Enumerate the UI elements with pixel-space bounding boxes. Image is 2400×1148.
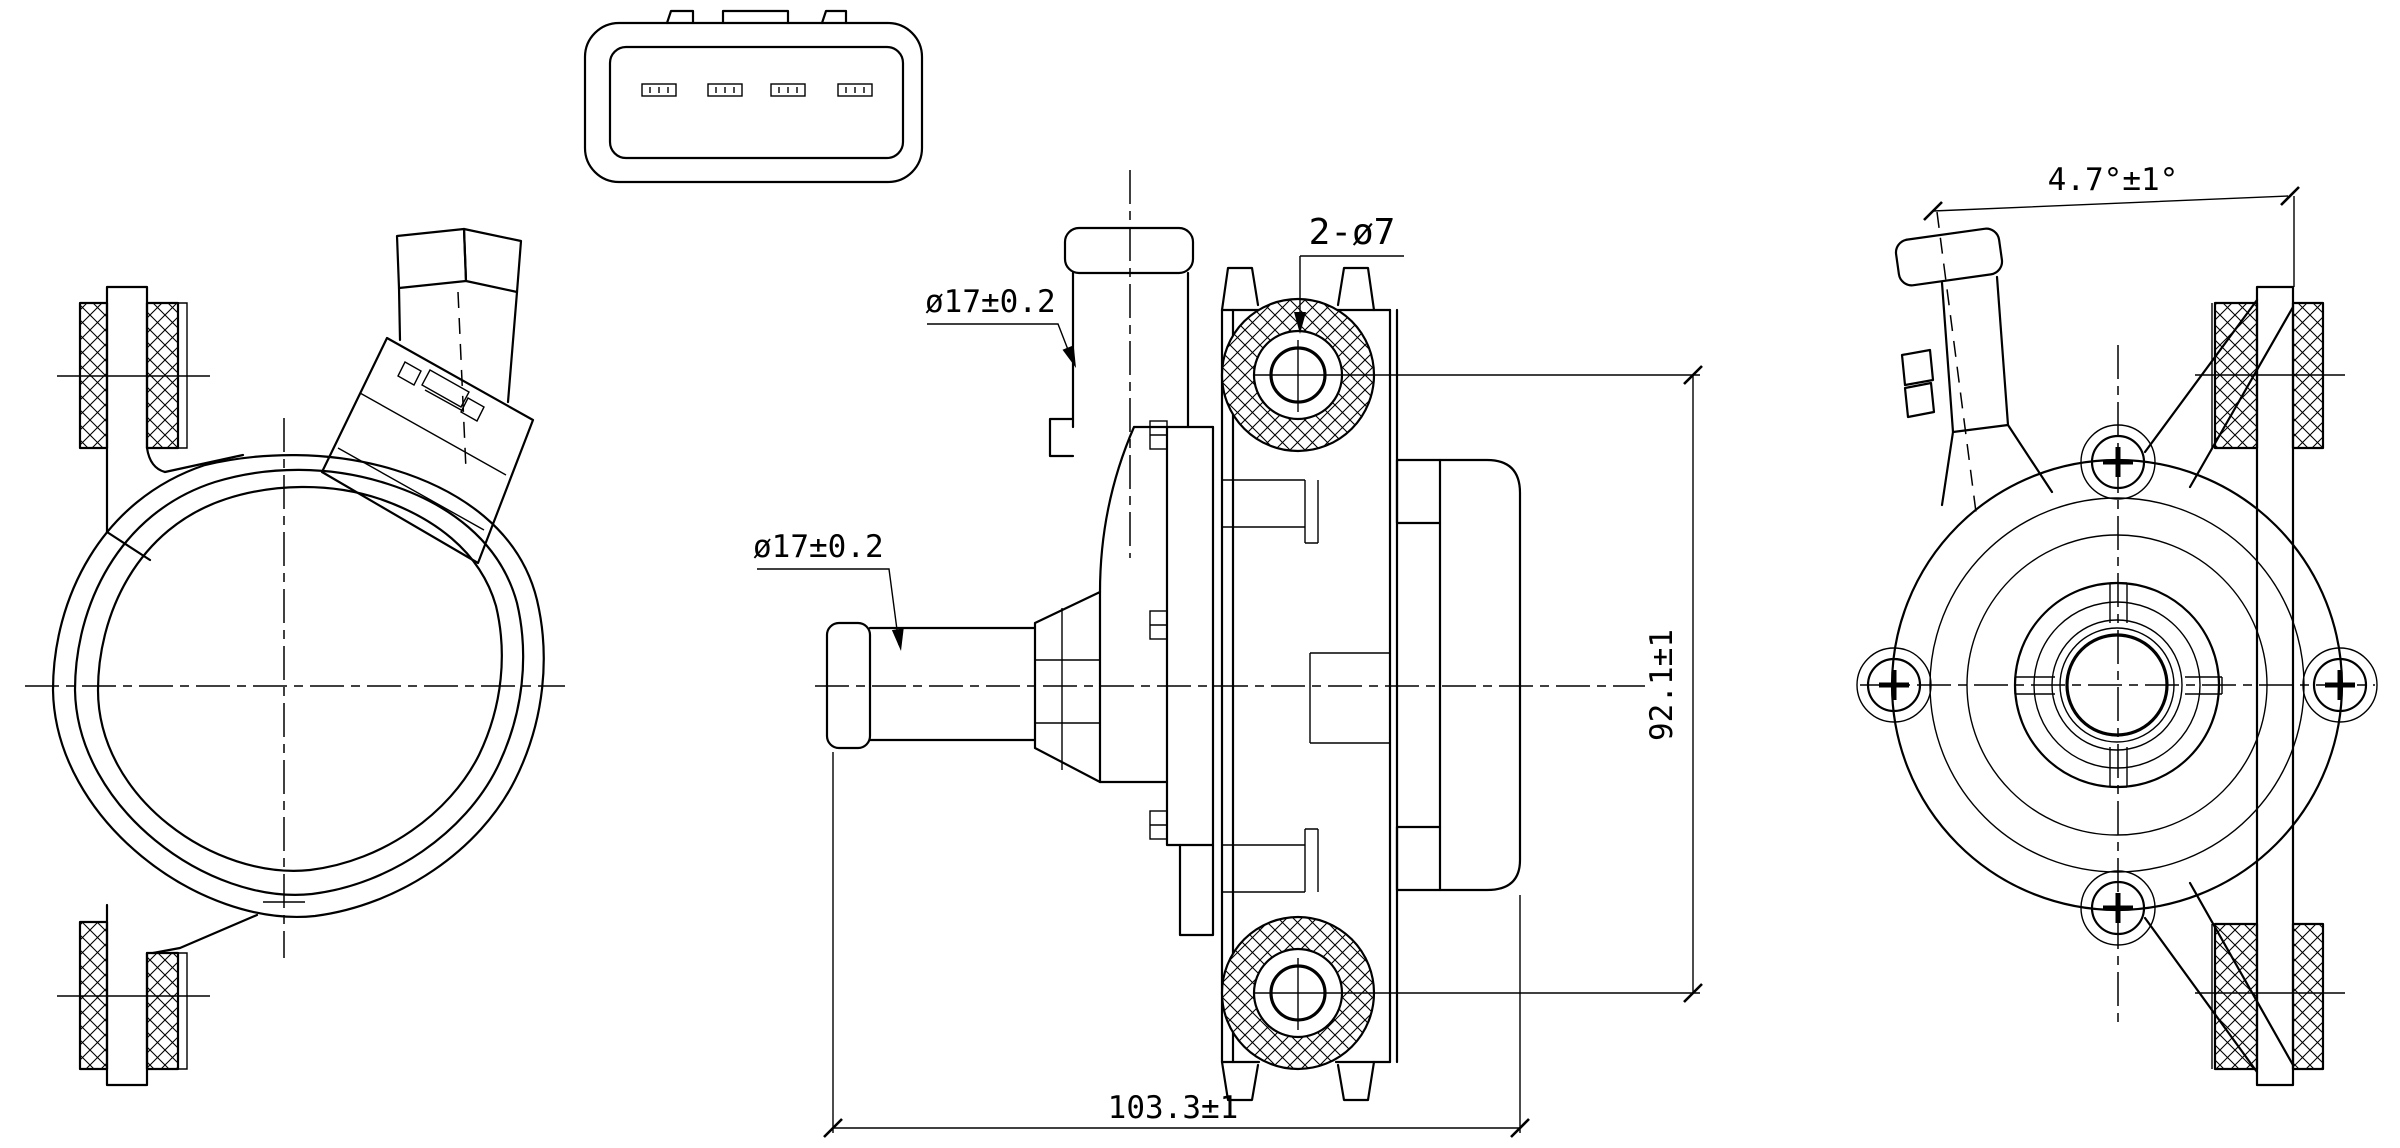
hose-tube (1940, 275, 2010, 434)
bracket-arm (151, 913, 259, 955)
dimension-outlet-diameter: ø17±0.2 (925, 284, 1076, 368)
hose-barb-cap (1063, 226, 1195, 275)
cone-fitting-lines (1035, 608, 1100, 770)
dimension-overall-width: 103.3±1 (823, 752, 1530, 1138)
pump-volute-outline-mid (73, 468, 525, 896)
bracket-detail (1222, 479, 1319, 544)
dimension-text: ø17±0.2 (753, 529, 884, 565)
bracket-detail (1309, 652, 1390, 744)
grommet-hatch (147, 953, 178, 1069)
body-top (1098, 425, 1215, 594)
bracket-tab-bottom (2255, 1067, 2295, 1087)
grommet-hatch-border (2213, 922, 2259, 1071)
motor-housing (1395, 458, 1522, 892)
body-lower-step (1178, 843, 1215, 937)
grommet-hatch-border (145, 951, 180, 1071)
dimension-mounting-holes: 2-ø7 (1294, 212, 1404, 334)
bracket-detail (1222, 828, 1319, 893)
motor-flange-bottom (1395, 825, 1442, 892)
connector-centerline (457, 291, 467, 471)
outlet-hose-port (1048, 226, 1195, 458)
bracket-caps (1220, 308, 1392, 1064)
dimension-text: 103.3±1 (1108, 1090, 1239, 1126)
connector-outer-shell (583, 21, 924, 184)
screw-head (1149, 810, 1168, 840)
mounting-bracket (1220, 266, 1399, 1102)
dimension-inlet-diameter: ø17±0.2 (753, 529, 904, 651)
connector-pin (641, 83, 677, 97)
pump-volute-outline-inner (96, 485, 503, 872)
connector-pins (641, 83, 873, 97)
grommet-centerlines (2195, 374, 2345, 994)
bracket-fork-bottom (1220, 1060, 1376, 1102)
hose-centerline (1936, 211, 1978, 521)
connector-key (397, 361, 422, 386)
connector-latch-tab-center (721, 9, 790, 25)
connector-latch-tab-right (820, 9, 848, 25)
connector-latch-tab-left (665, 9, 695, 25)
motor-flange-top (1395, 458, 1442, 525)
dimension-text: ø17±0.2 (925, 284, 1056, 320)
left-side-view (25, 227, 565, 1087)
grommet-hatch-border (2291, 922, 2325, 1071)
front-view: ø17±0.2 ø17±0.2 2-ø7 92.1±1 103.3±1 (753, 170, 1703, 1138)
connector-pin (837, 83, 873, 97)
hose-tube (868, 626, 1037, 742)
body-slab (1098, 425, 1215, 847)
hose-cone-fitting (1033, 590, 1102, 784)
pump-volute-outline-outer (51, 454, 545, 919)
dimension-text: 4.7°±1° (2048, 162, 2179, 198)
motor-can (1438, 458, 1522, 892)
mount-bracket-top (57, 285, 245, 562)
right-side-view: 4.7°±1° (1856, 162, 2378, 1087)
connector-neck (397, 286, 519, 404)
bracket-fork-top (1220, 266, 1376, 312)
dimension-hole-spacing: 92.1±1 (1253, 365, 1703, 1003)
bracket-arm (105, 446, 245, 562)
hose-base-tab (1048, 417, 1075, 458)
connector-body-lines (337, 392, 507, 531)
dimension-text: 92.1±1 (1644, 629, 1680, 741)
grommet-hatch (2293, 924, 2323, 1069)
connector-body (320, 336, 535, 565)
mount-bracket-right (2195, 285, 2345, 1087)
connector-detail-view (583, 9, 924, 184)
screw-head (1149, 420, 1168, 450)
grommet-hatch (2215, 924, 2257, 1069)
pump-body (1098, 420, 1215, 937)
connector-pin (707, 83, 743, 97)
bracket-plate (105, 903, 149, 1087)
dimension-text: 2-ø7 (1309, 212, 1396, 253)
connector-tip-left (395, 227, 468, 290)
hose-neck (1940, 423, 2054, 507)
connector-key-slot (421, 369, 470, 412)
bracket-tab-top (2255, 285, 2295, 305)
hose-barb-cap (1894, 227, 2004, 287)
connector-tip-right (462, 227, 523, 294)
connector-pin (770, 83, 806, 97)
electrical-connector (320, 227, 535, 565)
inlet-hose-port (825, 590, 1102, 784)
dimension-outlet-angle: 4.7°±1° (1923, 162, 2300, 287)
hose-side-tabs (1900, 348, 1936, 419)
bracket-plate (105, 285, 149, 534)
grommet-rim (178, 952, 188, 1070)
bracket-plate (2255, 301, 2295, 1071)
connector-inner-cavity (608, 45, 905, 160)
mount-bracket-bottom (57, 903, 259, 1087)
outlet-hose-side (1894, 211, 2054, 521)
screw-head (1149, 610, 1168, 640)
